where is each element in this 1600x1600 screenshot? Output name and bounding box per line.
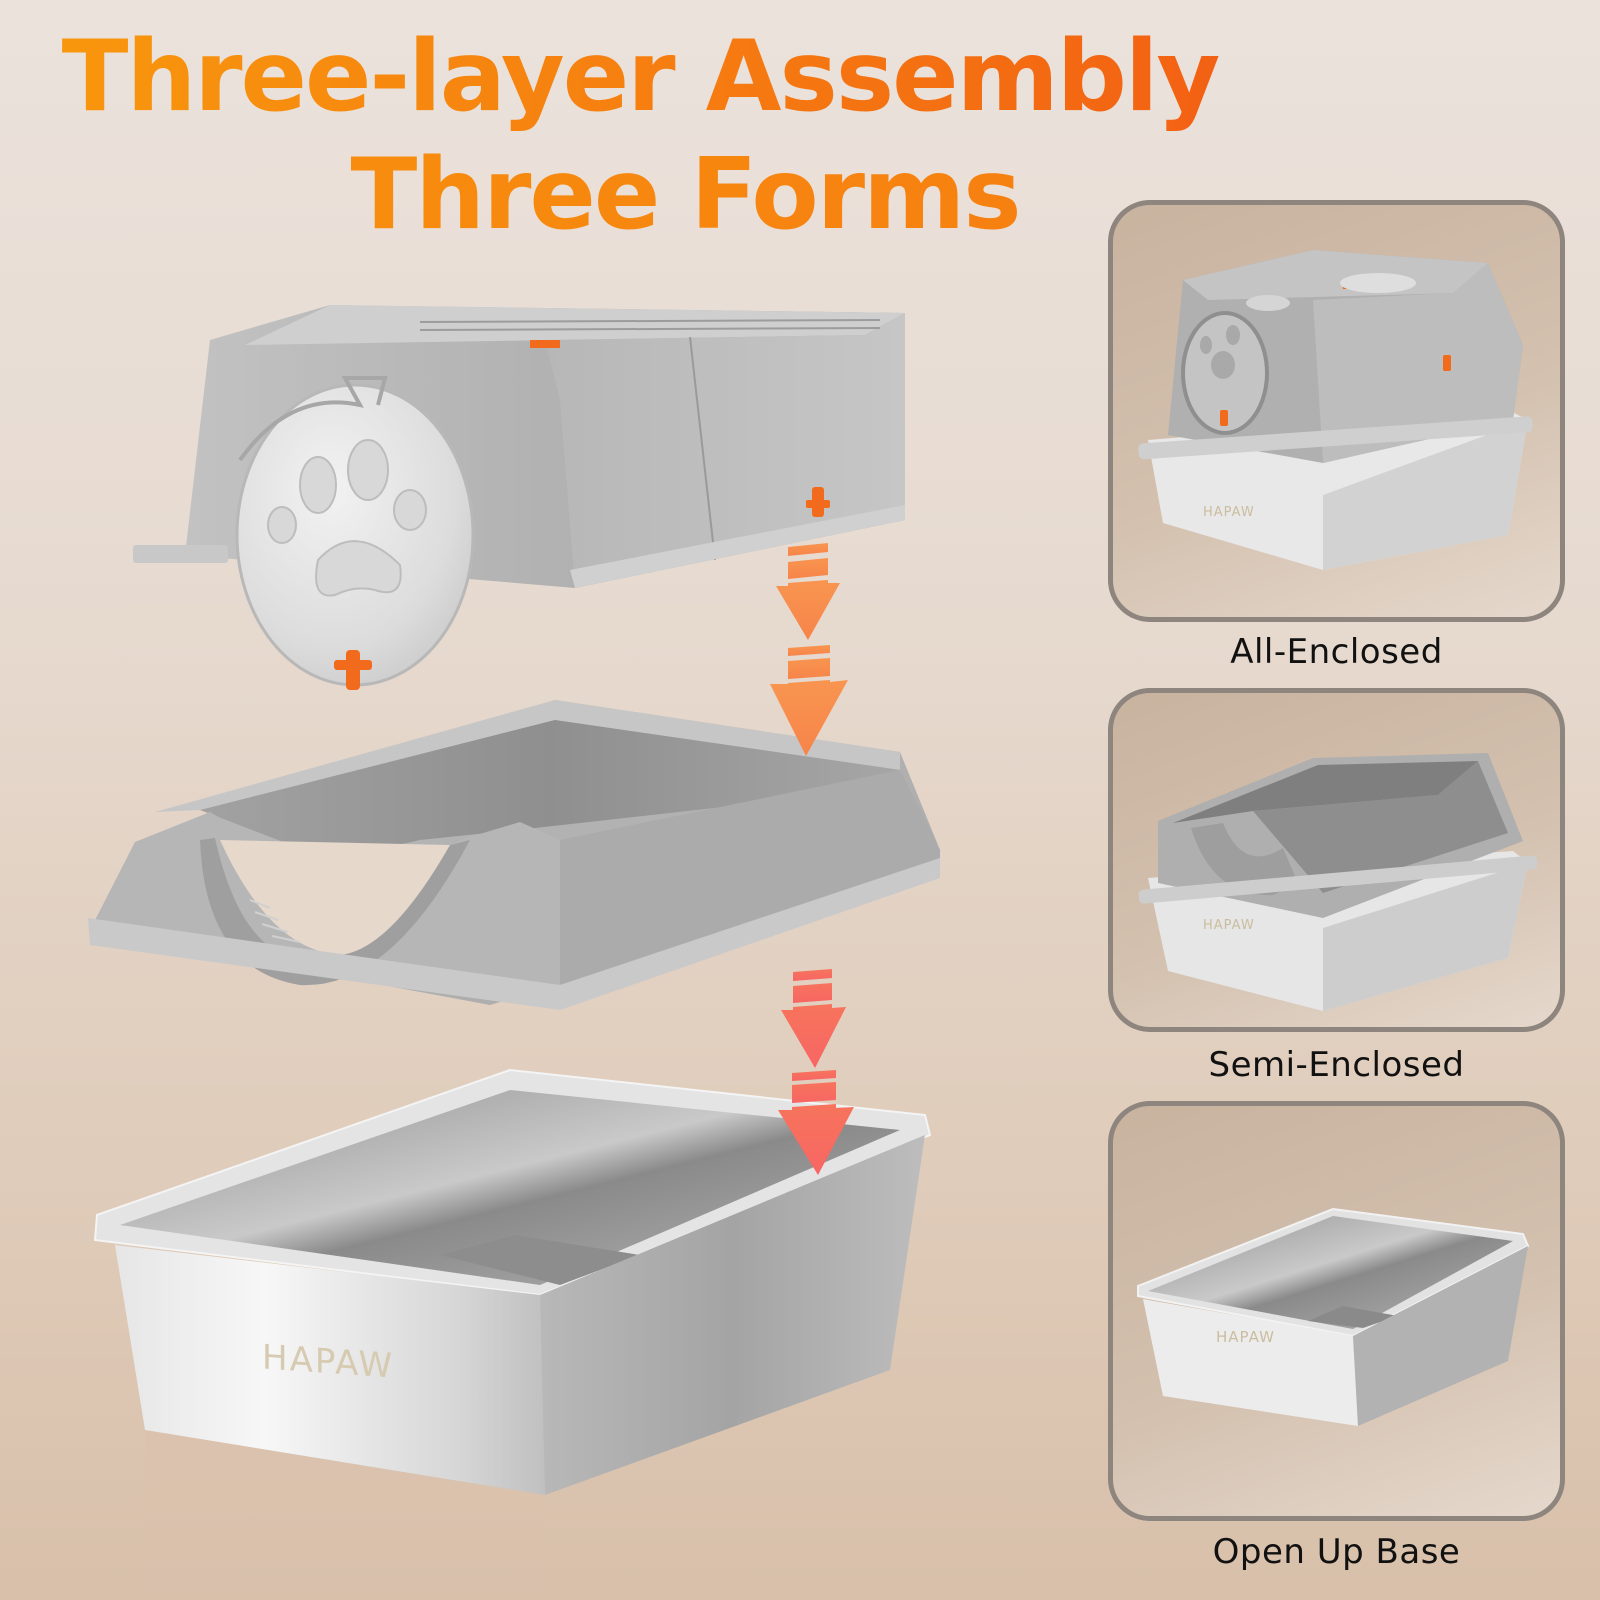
form-card-open-up-base: HAPAW (1108, 1101, 1565, 1521)
arrow-group-top (770, 543, 848, 756)
brand-logo-card-2: HAPAW (1203, 918, 1255, 933)
form-label-semi-enclosed: Semi-Enclosed (1208, 1045, 1465, 1085)
top-cover-layer (133, 305, 905, 690)
headline-line-1: Three-layer Assembly (0, 22, 1315, 132)
exploded-assembly-illustration (88, 305, 940, 1600)
form-label-open-up-base: Open Up Base (1212, 1532, 1461, 1572)
form-label-all-enclosed: All-Enclosed (1230, 632, 1443, 672)
all-enclosed-illustration (1138, 250, 1533, 570)
form-card-all-enclosed: HAPAW (1108, 200, 1565, 622)
stainless-steel-base-layer (93, 1068, 932, 1600)
form-card-semi-enclosed: HAPAW (1108, 688, 1565, 1032)
brand-logo-card-1: HAPAW (1203, 505, 1255, 520)
brand-logo-card-3: HAPAW (1216, 1328, 1275, 1346)
semi-enclosed-illustration (1138, 753, 1538, 1011)
headline-line-2: Three Forms (10, 140, 1360, 250)
arrow-group-bottom (778, 969, 854, 1175)
middle-frame-layer (88, 700, 940, 1010)
open-base-illustration (1137, 1207, 1530, 1426)
